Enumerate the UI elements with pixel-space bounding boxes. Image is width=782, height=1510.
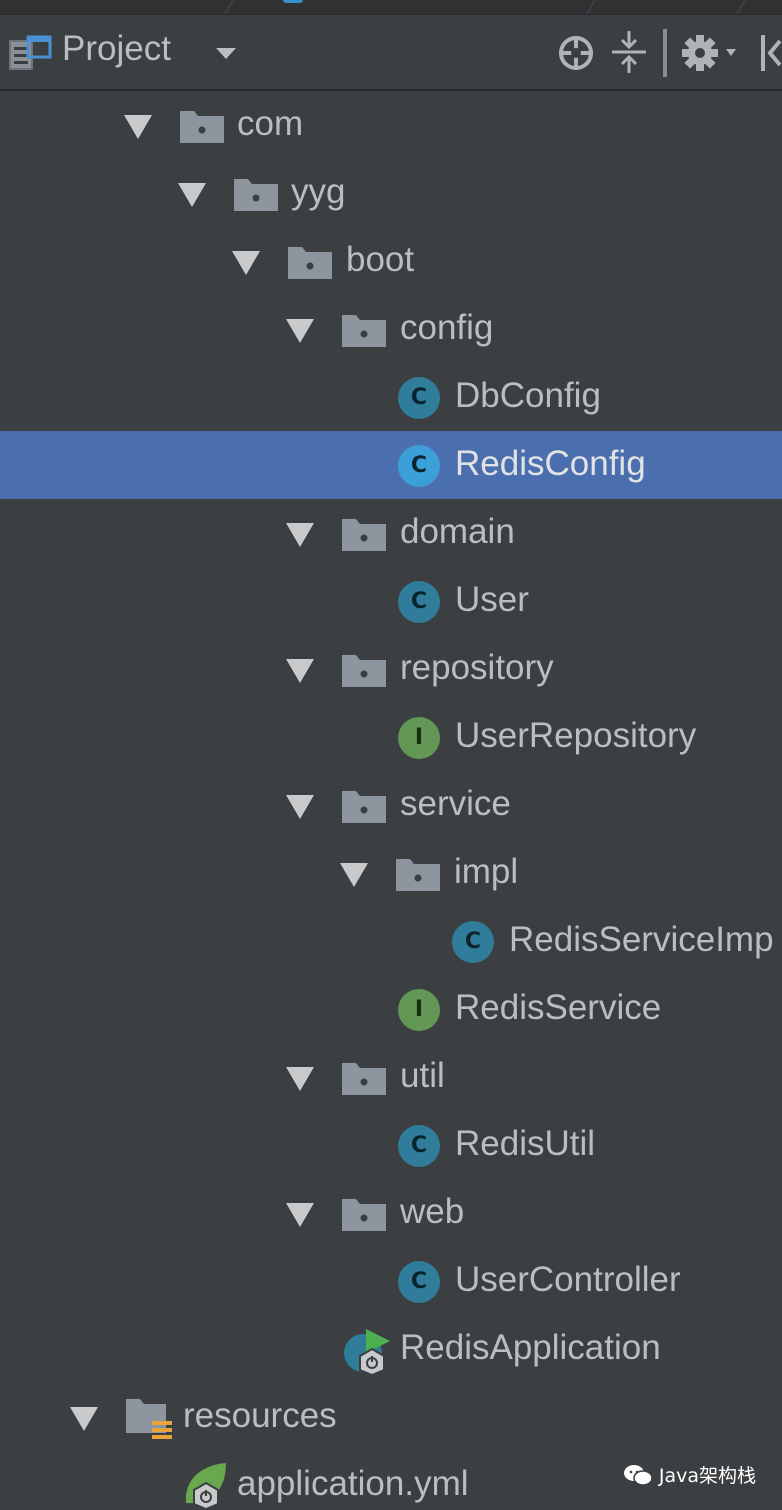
- tree-node-redisconfig[interactable]: C RedisConfig: [0, 431, 782, 499]
- class-icon: C: [398, 1261, 440, 1303]
- tree-node-label: repository: [400, 648, 554, 687]
- package-folder-icon: [342, 315, 386, 347]
- tree-node-config[interactable]: config: [0, 295, 782, 363]
- expand-arrow-icon[interactable]: [178, 183, 206, 207]
- tree-node-impl[interactable]: impl: [0, 839, 782, 907]
- tree-node-label: service: [400, 784, 511, 823]
- tree-node-dbconfig[interactable]: C DbConfig: [0, 363, 782, 431]
- toolbar-divider: [663, 29, 667, 77]
- package-folder-icon: [342, 1199, 386, 1231]
- tree-node-web[interactable]: web: [0, 1179, 782, 1247]
- tree-node-label: config: [400, 308, 494, 347]
- tree-node-label: web: [400, 1192, 465, 1231]
- tree-node-label: UserRepository: [455, 716, 697, 755]
- tree-node-usercontroller[interactable]: C UserController: [0, 1247, 782, 1315]
- tree-node-label: RedisService: [455, 988, 662, 1027]
- wechat-icon: [623, 1465, 653, 1486]
- tree-node-label: RedisConfig: [455, 444, 646, 483]
- package-folder-icon: [342, 1063, 386, 1095]
- package-folder-icon: [234, 179, 278, 211]
- tree-node-userrepository[interactable]: I UserRepository: [0, 703, 782, 771]
- tree-node-application-yml[interactable]: application.yml: [0, 1451, 782, 1510]
- tree-node-label: RedisServiceImp: [509, 920, 774, 959]
- tree-node-label: domain: [400, 512, 515, 551]
- expand-arrow-icon[interactable]: [124, 115, 152, 139]
- resources-folder-icon: [126, 1399, 172, 1439]
- tree-node-label: impl: [454, 852, 519, 891]
- tree-node-label: yyg: [291, 172, 346, 211]
- tree-node-label: DbConfig: [455, 376, 601, 415]
- expand-arrow-icon[interactable]: [286, 1203, 314, 1227]
- spring-config-file-icon: [185, 1463, 226, 1510]
- expand-arrow-icon[interactable]: [70, 1407, 98, 1431]
- package-folder-icon: [342, 655, 386, 687]
- interface-icon: I: [398, 717, 440, 759]
- package-folder-icon: [342, 791, 386, 823]
- tree-node-user[interactable]: C User: [0, 567, 782, 635]
- expand-arrow-icon[interactable]: [340, 863, 368, 887]
- tree-node-label: RedisUtil: [455, 1124, 596, 1163]
- expand-arrow-icon[interactable]: [232, 251, 260, 275]
- active-tab-indicator: [283, 0, 303, 3]
- tree-node-label: application.yml: [237, 1464, 469, 1503]
- tree-node-resources[interactable]: resources: [0, 1383, 782, 1451]
- project-panel-header: Project: [0, 15, 782, 91]
- editor-tab-strip: [0, 0, 782, 15]
- package-folder-icon: [180, 111, 224, 143]
- panel-title[interactable]: Project: [62, 29, 171, 68]
- tree-node-util[interactable]: util: [0, 1043, 782, 1111]
- watermark: Java架构栈: [623, 1461, 756, 1488]
- tab-separator: [585, 0, 597, 14]
- tree-node-label: UserController: [455, 1260, 681, 1299]
- tree-node-service[interactable]: service: [0, 771, 782, 839]
- hide-panel-icon[interactable]: [758, 31, 782, 75]
- watermark-text: Java架构栈: [658, 1465, 756, 1487]
- spring-boot-run-icon: [344, 1329, 390, 1375]
- class-icon: C: [398, 377, 440, 419]
- tab-separator: [223, 0, 235, 14]
- class-icon: C: [398, 445, 440, 487]
- tree-node-redisserviceimpl[interactable]: C RedisServiceImp: [0, 907, 782, 975]
- expand-arrow-icon[interactable]: [286, 523, 314, 547]
- tree-node-com[interactable]: com: [0, 91, 782, 159]
- expand-arrow-icon[interactable]: [286, 319, 314, 343]
- tree-node-label: User: [455, 580, 529, 619]
- collapse-all-icon[interactable]: [610, 29, 648, 75]
- tree-node-domain[interactable]: domain: [0, 499, 782, 567]
- class-icon: C: [398, 1125, 440, 1167]
- expand-arrow-icon[interactable]: [286, 1067, 314, 1091]
- tree-node-label: RedisApplication: [400, 1328, 661, 1367]
- tab-separator: [735, 0, 747, 14]
- tree-node-yyg[interactable]: yyg: [0, 159, 782, 227]
- tree-node-label: boot: [346, 240, 415, 279]
- tree-node-redisservice[interactable]: I RedisService: [0, 975, 782, 1043]
- class-icon: C: [398, 581, 440, 623]
- tree-node-boot[interactable]: boot: [0, 227, 782, 295]
- tree-node-redisapplication[interactable]: RedisApplication: [0, 1315, 782, 1383]
- settings-icon[interactable]: [682, 33, 738, 73]
- locate-icon[interactable]: [556, 33, 596, 73]
- interface-icon: I: [398, 989, 440, 1031]
- dropdown-arrow-icon[interactable]: [214, 45, 238, 61]
- tree-node-label: resources: [183, 1396, 337, 1435]
- expand-arrow-icon[interactable]: [286, 795, 314, 819]
- tree-node-redisutil[interactable]: C RedisUtil: [0, 1111, 782, 1179]
- package-folder-icon: [342, 519, 386, 551]
- tree-node-label: com: [237, 104, 304, 143]
- project-view-icon[interactable]: [8, 33, 52, 73]
- package-folder-icon: [288, 247, 332, 279]
- project-tree: com yyg boot config C DbConfig C RedisCo…: [0, 91, 782, 1510]
- class-icon: C: [452, 921, 494, 963]
- tree-node-label: util: [400, 1056, 445, 1095]
- tree-node-repository[interactable]: repository: [0, 635, 782, 703]
- expand-arrow-icon[interactable]: [286, 659, 314, 683]
- package-folder-icon: [396, 859, 440, 891]
